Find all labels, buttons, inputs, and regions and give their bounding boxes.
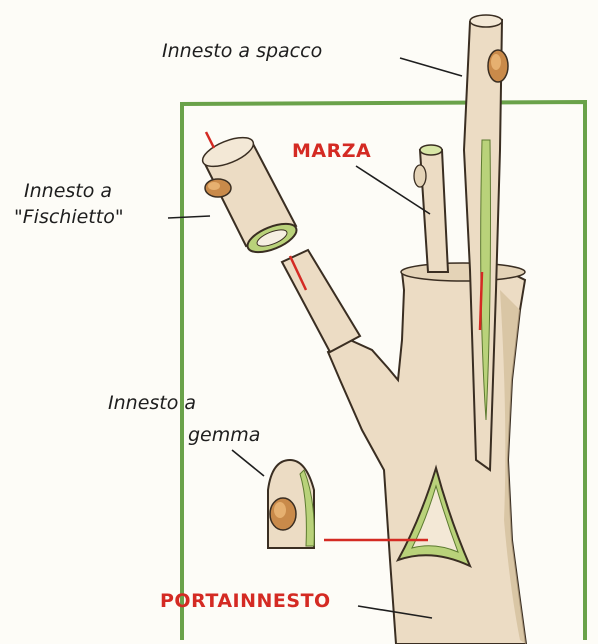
cleft-scion-top bbox=[470, 15, 502, 27]
leader-gemma bbox=[232, 450, 264, 476]
label-fischietto-line2: "Fischietto" bbox=[14, 206, 124, 230]
trunk-cut-top bbox=[401, 263, 525, 281]
whistle-bud-icon bbox=[205, 179, 231, 197]
leader-spacco bbox=[400, 58, 462, 76]
label-innesto-spacco: Innesto a spacco bbox=[162, 40, 322, 64]
whistle-red-line-top bbox=[206, 132, 214, 148]
leader-fischietto bbox=[168, 216, 210, 218]
cleft-bud-icon bbox=[488, 50, 508, 82]
label-fischietto-line1: Innesto a bbox=[24, 180, 112, 204]
label-gemma-line2: gemma bbox=[188, 424, 260, 448]
label-marza: MARZA bbox=[292, 140, 371, 164]
bud-shield-bud-icon bbox=[270, 498, 296, 530]
label-gemma-line1: Innesto a bbox=[108, 392, 196, 416]
marza-bud-icon bbox=[414, 165, 426, 187]
marza-scion-top bbox=[420, 145, 442, 155]
label-portainnesto: PORTAINNESTO bbox=[160, 590, 331, 614]
rootstock-trunk bbox=[328, 266, 526, 644]
